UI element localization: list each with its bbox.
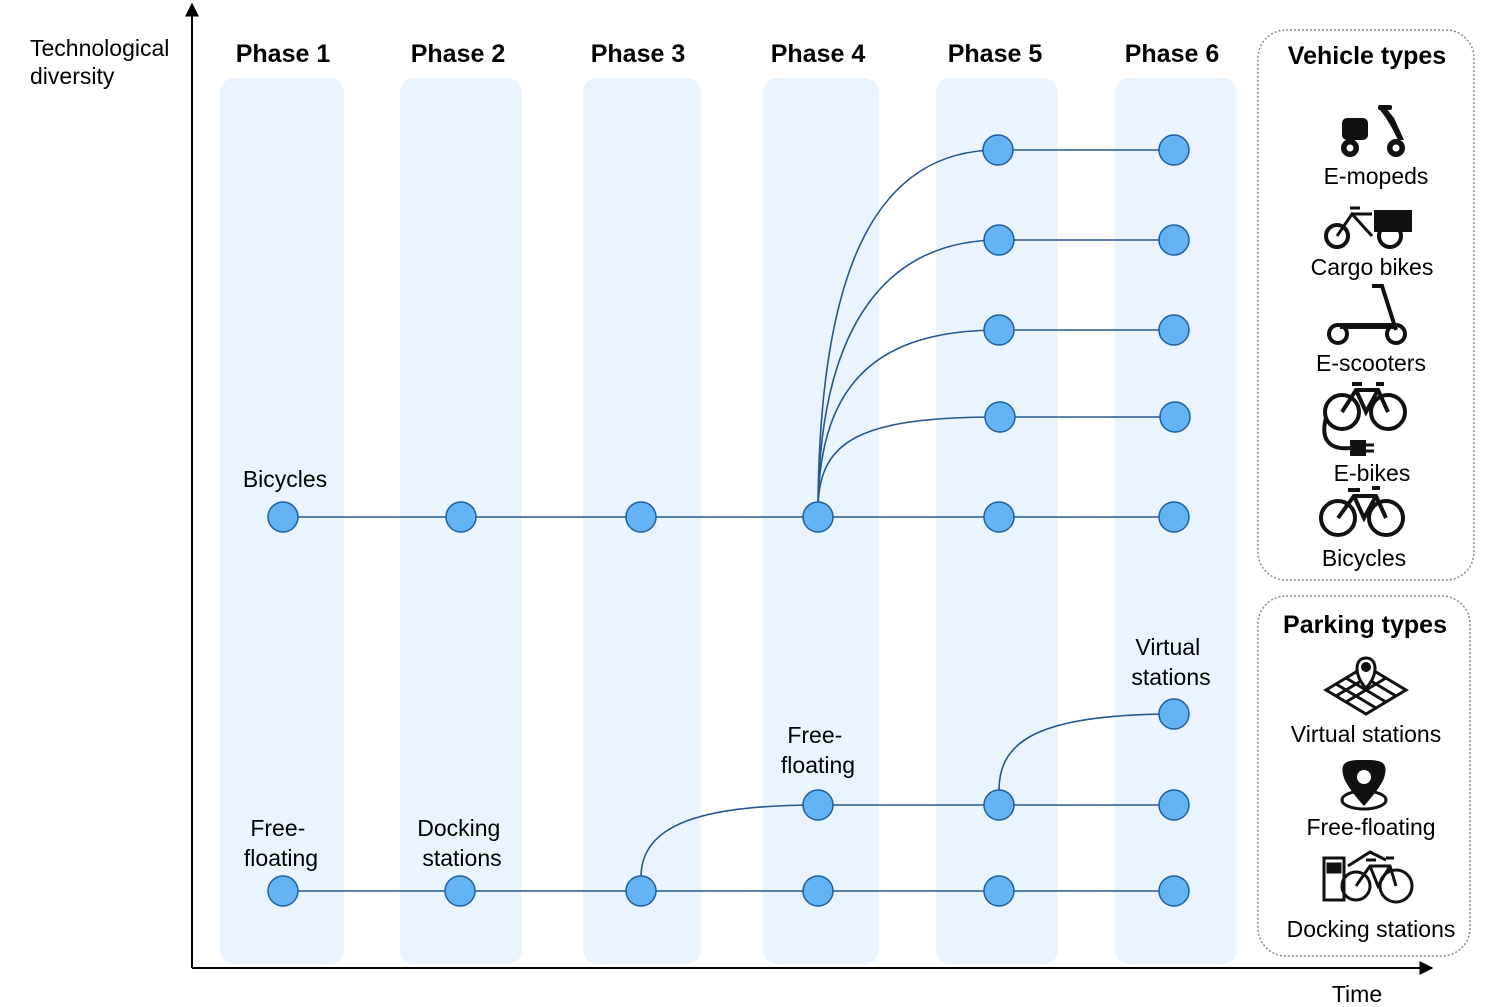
parking-legend-label-free-floating: Free-floating xyxy=(1306,814,1435,840)
vehicle-legend-label-e-scooters: E-scooters xyxy=(1316,350,1426,376)
y-axis-label-line-1: Technological xyxy=(30,35,169,61)
node-parking-p5 xyxy=(983,875,1015,907)
phase-label-5: Phase 5 xyxy=(948,40,1043,68)
node-parking-p4 xyxy=(802,875,834,907)
vehicle-legend-label-e-bikes: E-bikes xyxy=(1334,460,1411,486)
phase-label-3: Phase 3 xyxy=(591,40,686,68)
phase-label-6: Phase 6 xyxy=(1125,40,1220,68)
node-e-scooters-p6 xyxy=(1158,314,1190,346)
vehicle-legend-label-e-mopeds: E-mopeds xyxy=(1324,163,1429,189)
phase-label-4: Phase 4 xyxy=(771,40,866,68)
phase-bands xyxy=(220,78,1237,964)
phase-label-2: Phase 2 xyxy=(411,40,506,68)
node-e-mopeds-p5 xyxy=(982,134,1014,166)
e-scooter-icon xyxy=(1327,284,1407,345)
node-labels: Bicycles Free- floating Docking stations… xyxy=(243,466,1211,871)
parking-legend-label-docking-stations: Docking stations xyxy=(1287,916,1456,942)
node-e-scooters-p5 xyxy=(983,314,1015,346)
connections xyxy=(283,149,1175,892)
node-bicycles-p6 xyxy=(1158,501,1190,533)
node-cargo-bikes-p5 xyxy=(983,224,1015,256)
label-docking-stations: Docking stations xyxy=(417,815,507,871)
node-e-mopeds-p6 xyxy=(1158,134,1190,166)
node-parking-p6 xyxy=(1158,875,1190,907)
phase-labels: Phase 1 Phase 2 Phase 3 Phase 4 Phase 5 … xyxy=(236,40,1220,68)
branch-virtual-stations xyxy=(998,713,1175,792)
vehicle-legend-title: Vehicle types xyxy=(1288,42,1446,70)
node-parking-p3 xyxy=(625,875,657,907)
nodes xyxy=(267,134,1191,907)
node-parking-p1 xyxy=(267,875,299,907)
vehicle-legend-label-bicycles: Bicycles xyxy=(1322,545,1406,571)
branch-cargo-bikes xyxy=(817,239,1001,507)
axes: Technological diversity Time xyxy=(30,2,1434,1007)
branch-e-bikes xyxy=(817,416,1001,507)
node-bicycles-p1 xyxy=(267,501,299,533)
docked-bikes-icon xyxy=(1322,850,1414,904)
parking-legend-title: Parking types xyxy=(1283,611,1447,639)
map-pin-icon xyxy=(1323,656,1409,716)
cargo-bike-icon xyxy=(1324,206,1412,249)
node-bicycles-p2 xyxy=(445,501,477,533)
x-axis-label: Time xyxy=(1332,981,1382,1007)
e-moped-icon xyxy=(1338,105,1405,157)
phase-label-1: Phase 1 xyxy=(236,40,331,68)
node-bicycles-p5 xyxy=(983,501,1015,533)
branch-e-mopeds xyxy=(817,149,999,507)
label-virtual-stations: Virtual stations xyxy=(1131,634,1210,690)
label-free-floating-start: Free- floating xyxy=(244,815,318,871)
vehicle-legend-label-cargo-bikes: Cargo bikes xyxy=(1311,254,1434,280)
node-e-bikes-p5 xyxy=(984,401,1016,433)
node-parking-p2 xyxy=(444,875,476,907)
y-axis-label-line-2: diversity xyxy=(30,63,115,89)
label-free-floating-phase4: Free- floating xyxy=(781,722,855,778)
parking-legend-label-virtual-stations: Virtual stations xyxy=(1291,721,1441,747)
bicycle-icon xyxy=(1319,486,1405,537)
y-axis-label: Technological diversity xyxy=(30,35,176,89)
parking-legend: Parking types Virtual stations Free-floa… xyxy=(1257,595,1471,957)
branch-e-scooters xyxy=(817,329,1001,507)
e-bike-icon xyxy=(1322,382,1407,456)
node-bicycles-p4 xyxy=(802,501,834,533)
node-cargo-bikes-p6 xyxy=(1158,224,1190,256)
node-e-bikes-p6 xyxy=(1159,401,1191,433)
node-free-floating-p4 xyxy=(802,789,834,821)
parking-legend-box xyxy=(1257,595,1471,957)
node-free-floating-p5 xyxy=(983,789,1015,821)
vehicle-legend-box xyxy=(1257,29,1475,581)
node-bicycles-p3 xyxy=(625,501,657,533)
vehicle-legend: Vehicle types E-mopeds Cargo bikes xyxy=(1257,29,1475,581)
branch-free-floating xyxy=(640,804,819,878)
node-free-floating-p6 xyxy=(1158,789,1190,821)
node-virtual-stations-p6 xyxy=(1158,698,1190,730)
label-bicycles: Bicycles xyxy=(243,466,327,492)
location-pin-icon xyxy=(1340,760,1388,811)
